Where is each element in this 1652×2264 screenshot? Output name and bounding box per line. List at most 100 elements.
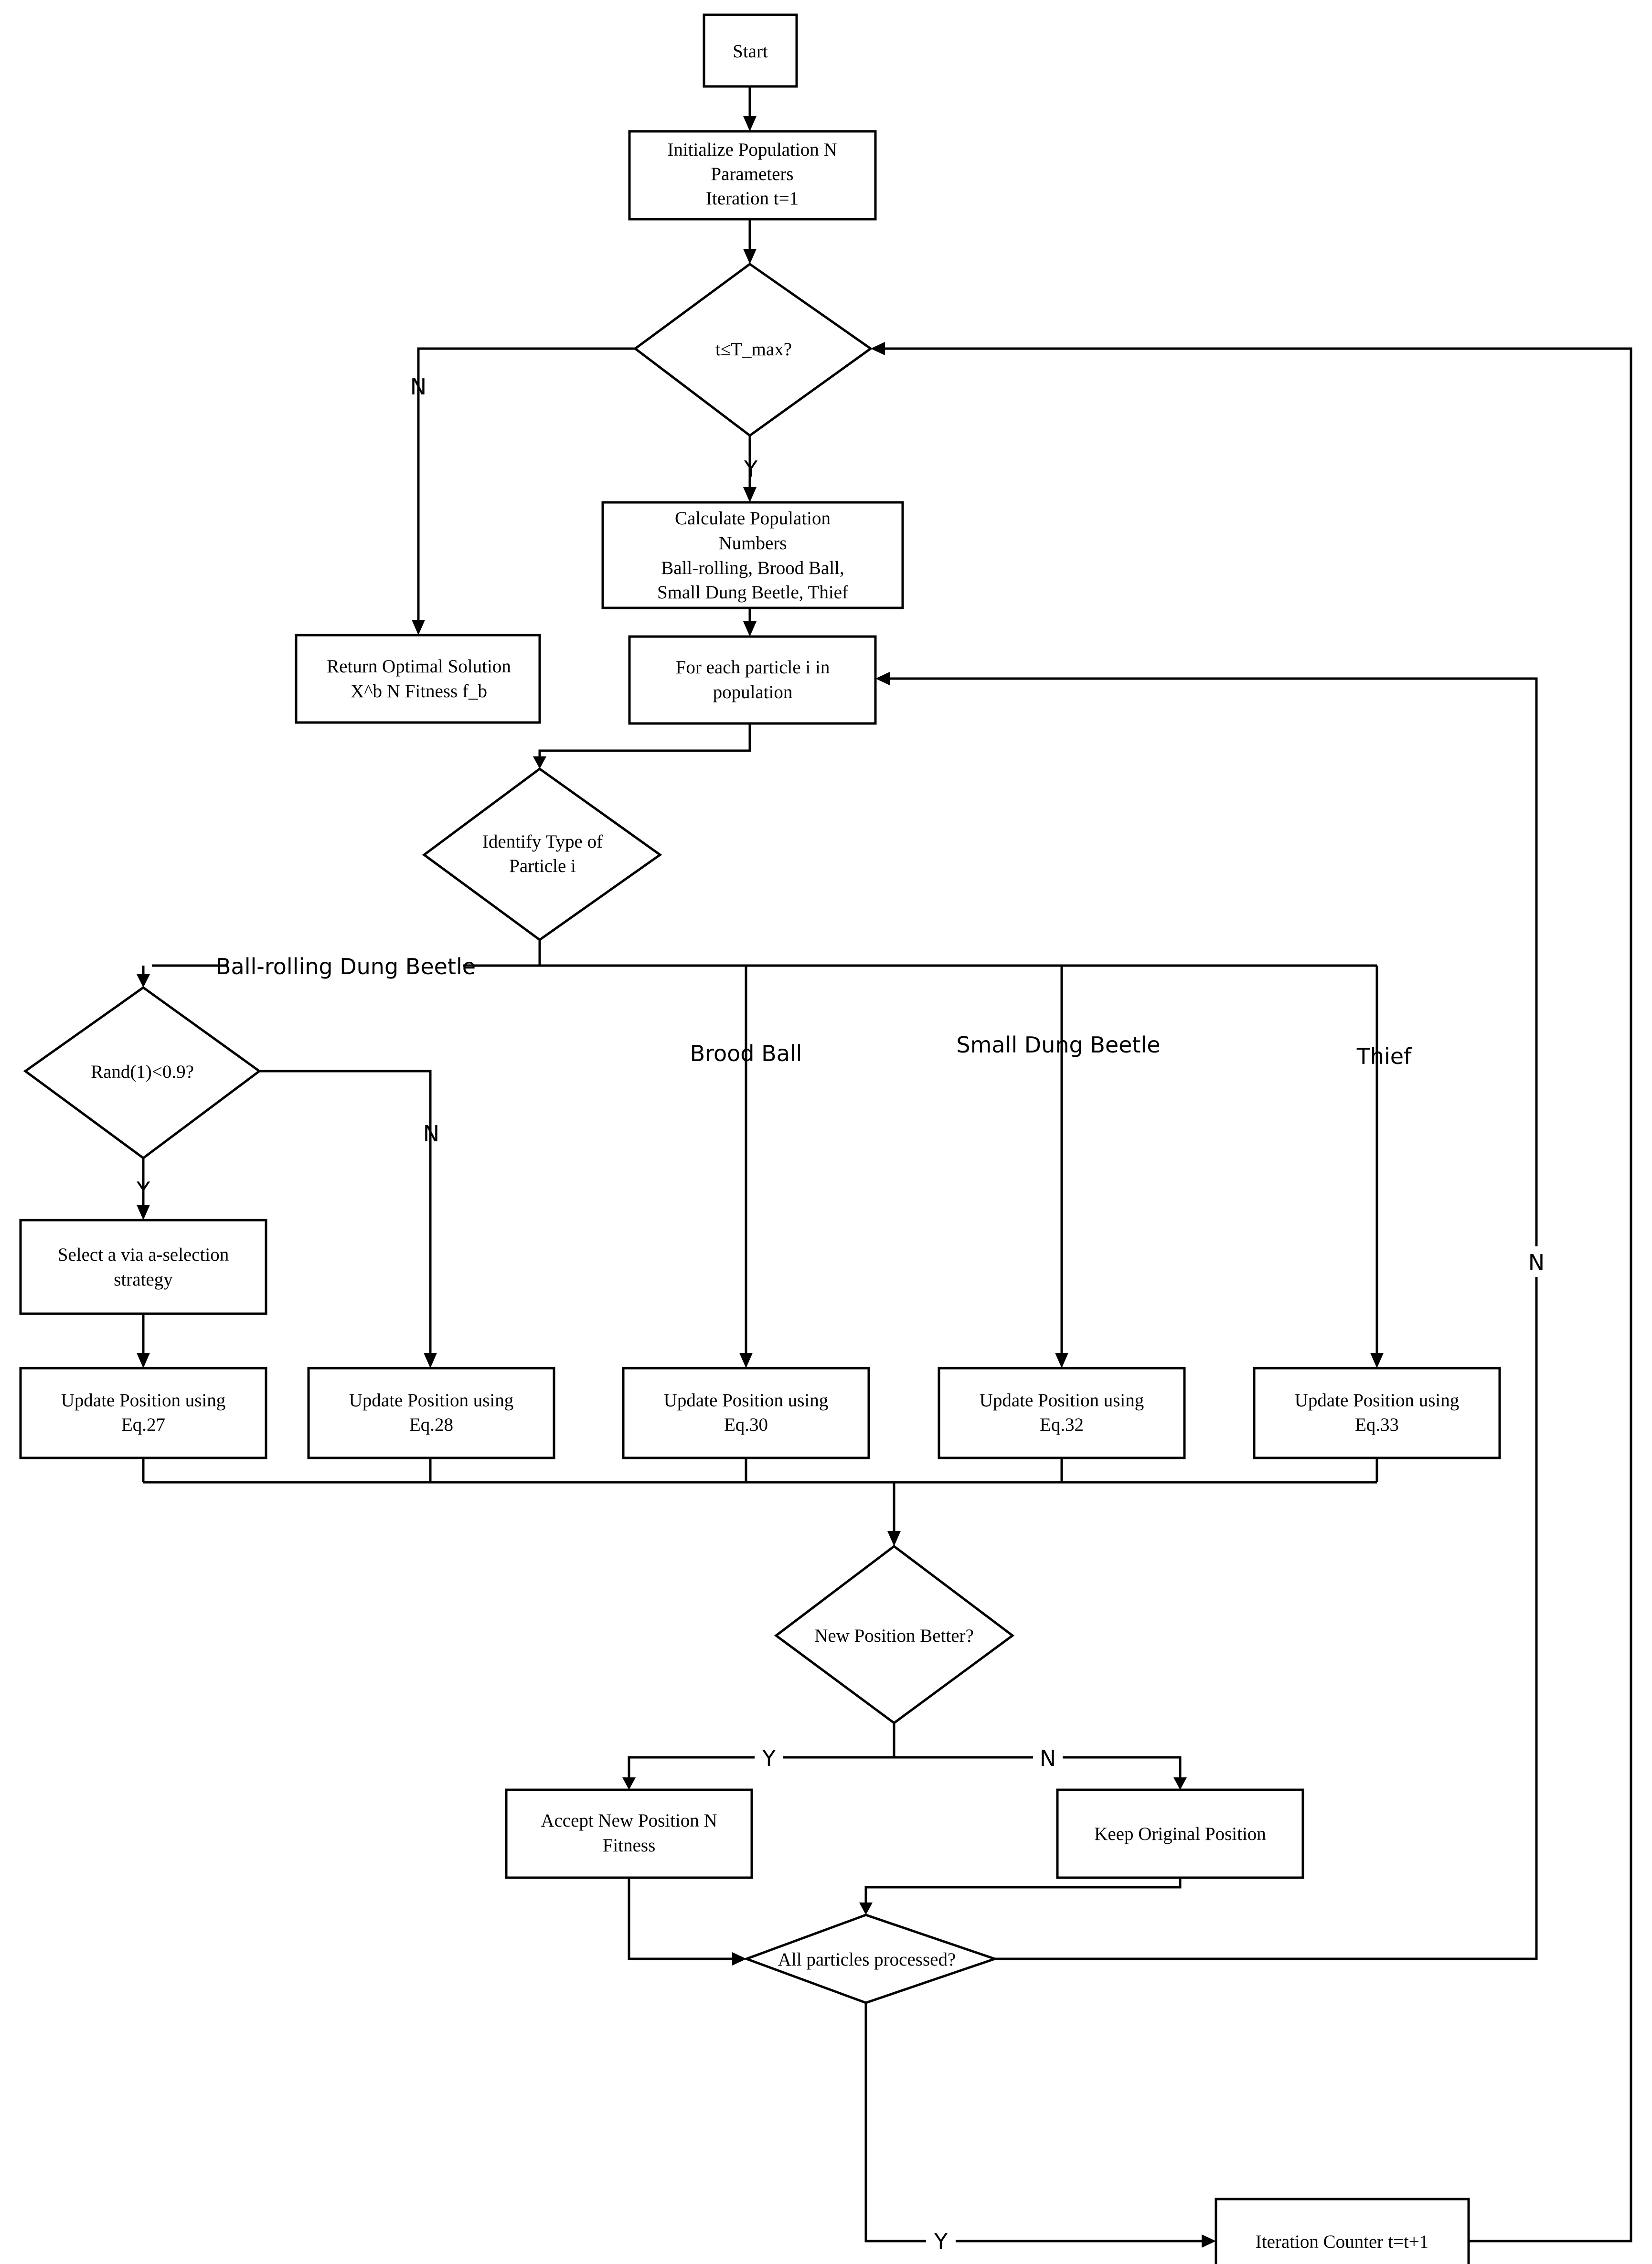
edge-label-tmax-no: N — [410, 374, 426, 400]
calc-pop-label-line1: Calculate Population — [675, 508, 831, 529]
for-each-label-line2: population — [713, 682, 793, 702]
edge-keep-processed — [864, 1878, 1182, 1906]
update28-box — [307, 1367, 555, 1459]
edge-label-processed-yes: Y — [934, 2229, 948, 2254]
edge-processed-iter — [864, 2003, 1206, 2243]
update30-box — [622, 1367, 870, 1459]
processed-yes-label-bg — [926, 2227, 956, 2256]
keep-box — [1056, 1788, 1304, 1879]
arrowhead-calc — [743, 487, 757, 502]
edge-label-better-yes: Y — [762, 1745, 776, 1771]
select-a-box — [19, 1219, 267, 1315]
better-no-label-bg — [1033, 1743, 1063, 1772]
start-box — [703, 13, 798, 88]
update28-label-line1: Update Position using — [349, 1390, 514, 1411]
new-better-label: New Position Better? — [814, 1626, 974, 1646]
check-tmax-diamond — [633, 262, 873, 437]
arrowhead-processed-left — [732, 1952, 746, 1966]
init-label-line2: Parameters — [711, 164, 793, 184]
init-box — [628, 130, 877, 221]
accept-label-line2: Fitness — [603, 1835, 656, 1856]
calc-pop-label-line4: Small Dung Beetle, Thief — [657, 582, 848, 603]
for-each-label-line1: For each particle i in — [676, 657, 830, 678]
update32-box — [938, 1367, 1186, 1459]
arrowheads — [137, 116, 1384, 2248]
iter-counter-box — [1215, 2198, 1470, 2264]
arrowhead-processed-top — [859, 1903, 873, 1915]
arrowhead-eq27 — [137, 1353, 150, 1368]
rand-check-diamond — [23, 986, 262, 1160]
edge-better-accept — [628, 1756, 894, 1780]
identify-type-label-line2: Particle i — [509, 856, 576, 876]
init-label-line3: Iteration t=1 — [706, 188, 799, 209]
init-label-line1: Initialize Population N — [667, 139, 837, 160]
return-opt-label-line1: Return Optimal Solution — [327, 656, 511, 677]
for-each-box — [628, 635, 877, 725]
better-yes-label-bg — [755, 1743, 783, 1772]
edge-better-keep — [894, 1756, 1182, 1780]
update27-label-line1: Update Position using — [61, 1390, 226, 1411]
edge-rand-eq28 — [259, 1070, 432, 1354]
arrowhead-accept — [622, 1777, 636, 1790]
arrowhead-foreach — [743, 621, 757, 637]
update33-box — [1253, 1367, 1501, 1459]
arrowhead-identify — [533, 756, 546, 769]
update27-label-line2: Eq.27 — [121, 1414, 165, 1435]
arrowhead-better — [887, 1531, 901, 1546]
update30-label-line2: Eq.30 — [724, 1414, 768, 1435]
edge-label-small-dung-beetle: Small Dung Beetle — [956, 1032, 1160, 1058]
edge-label-ball-rolling: Ball-rolling Dung Beetle — [216, 954, 476, 979]
edge-check-return — [417, 347, 635, 621]
accept-label-line1: Accept New Position N — [541, 1810, 717, 1831]
new-better-diamond — [774, 1544, 1015, 1725]
ball-rolling-label-bg — [228, 950, 463, 979]
identify-type-diamond — [422, 767, 662, 942]
calc-pop-label-line3: Ball-rolling, Brood Ball, — [661, 558, 844, 578]
arrowhead-check-return — [871, 342, 885, 355]
edge-label-tmax-yes: Y — [744, 456, 758, 482]
shapes — [19, 13, 1501, 2264]
node-labels: Start Initialize Population N Parameters… — [58, 41, 1459, 2252]
select-a-label-line1: Select a via a-selection — [58, 1244, 229, 1265]
update30-label-line1: Update Position using — [664, 1390, 829, 1411]
identify-type-label-line1: Identify Type of — [482, 831, 603, 852]
return-opt-label-line2: X^b N Fitness f_b — [351, 681, 487, 702]
update33-label-line2: Eq.33 — [1355, 1414, 1399, 1435]
edge-label-processed-no: N — [1528, 1250, 1545, 1275]
edge-label-rand-no: N — [423, 1121, 439, 1147]
edge-processed-foreach — [885, 677, 1538, 1960]
arrowhead-eq32 — [1055, 1353, 1068, 1368]
calc-pop-box — [601, 501, 904, 609]
keep-label: Keep Original Position — [1094, 1824, 1266, 1844]
iter-counter-label: Iteration Counter t=t+1 — [1256, 2232, 1428, 2252]
update28-label-line2: Eq.28 — [409, 1414, 453, 1435]
accept-box — [505, 1788, 753, 1879]
arrowhead-eq33 — [1370, 1353, 1384, 1368]
arrowhead-keep — [1173, 1777, 1187, 1790]
update32-label-line2: Eq.32 — [1040, 1414, 1084, 1435]
edge-iter-check — [885, 347, 1632, 2243]
edge-labels: N Y Ball-rolling Dung Beetle Brood Ball … — [136, 374, 1552, 2256]
edge-accept-processed — [628, 1878, 734, 1960]
arrowhead-check — [743, 249, 757, 264]
arrowhead-eq30 — [739, 1353, 753, 1368]
arrowhead-select — [137, 1205, 150, 1220]
processed-no-label-bg — [1521, 1246, 1552, 1277]
arrowhead-rand — [137, 974, 150, 988]
check-tmax-label: t≤T_max? — [715, 339, 792, 360]
rand-check-label: Rand(1)<0.9? — [91, 1062, 194, 1082]
start-label: Start — [733, 41, 768, 62]
edge-label-rand-yes: Y — [136, 1177, 150, 1203]
all-processed-label: All particles processed? — [778, 1949, 956, 1970]
edge-label-thief: Thief — [1356, 1043, 1412, 1069]
arrowhead-return — [412, 620, 425, 635]
update32-label-line1: Update Position using — [980, 1390, 1144, 1411]
return-opt-box — [295, 634, 541, 724]
update33-label-line1: Update Position using — [1295, 1390, 1460, 1411]
arrowhead-iter — [1202, 2234, 1216, 2248]
edge-foreach-identify — [538, 723, 751, 757]
edge-label-better-no: N — [1040, 1745, 1056, 1771]
calc-pop-label-line2: Numbers — [719, 533, 787, 553]
edge-label-brood-ball: Brood Ball — [690, 1041, 802, 1066]
